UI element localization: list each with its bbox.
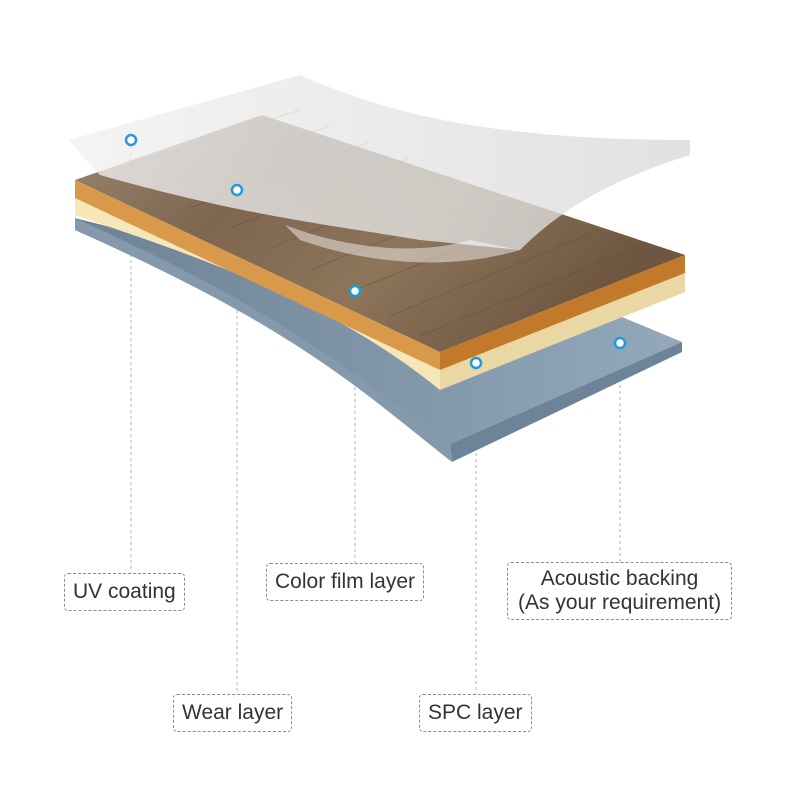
label-acoustic-backing-line1: Acoustic backing — [540, 567, 699, 590]
spc-backing-edge — [450, 342, 682, 462]
marker-color-film-layer — [348, 284, 362, 298]
marker-acoustic-backing — [613, 336, 627, 350]
color-film-edge — [440, 272, 685, 390]
uv-film-highlight — [285, 225, 520, 263]
color-film-front — [75, 195, 440, 390]
spc-backing-left-edge — [75, 218, 452, 462]
markers — [124, 133, 627, 370]
label-uv-coating: UV coating — [64, 573, 185, 611]
marker-spc-layer — [469, 356, 483, 370]
label-acoustic-backing: Acoustic backing (As your requirement) — [507, 562, 733, 620]
marker-wear-layer — [230, 183, 244, 197]
label-spc-layer-text: SPC layer — [428, 701, 523, 724]
wood-board-side-edge — [440, 255, 685, 370]
label-wear-layer: Wear layer — [173, 694, 293, 732]
label-spc-layer: SPC layer — [419, 694, 532, 732]
uv-coating-film — [68, 75, 690, 263]
wood-board-front-edge — [75, 180, 440, 370]
label-color-film-text: Color film layer — [275, 570, 416, 593]
label-acoustic-backing-line2: (As your requirement) — [518, 591, 722, 614]
uv-film-sheet — [68, 75, 690, 250]
label-wear-layer-text: Wear layer — [182, 701, 284, 724]
label-color-film-layer: Color film layer — [266, 563, 425, 601]
color-film-layer — [75, 195, 685, 390]
label-uv-coating-text: UV coating — [73, 580, 176, 603]
marker-uv-coating — [124, 133, 138, 147]
